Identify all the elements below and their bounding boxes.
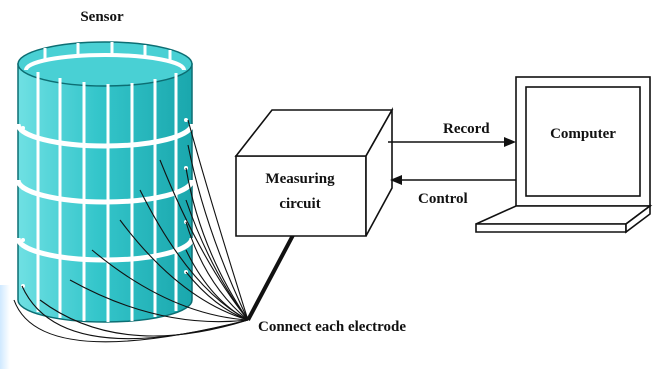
sensor-cylinder	[15, 41, 195, 323]
ring-gap-1	[15, 123, 195, 149]
computer-keyboard	[475, 205, 653, 225]
electrode-wires	[13, 119, 249, 343]
measuring-label-line2: circuit	[279, 196, 320, 212]
connect-label: Connect each electrode	[258, 319, 406, 335]
computer-screen	[525, 86, 641, 197]
record-label: Record	[443, 121, 490, 137]
record-arrow	[388, 137, 516, 147]
electrode-gaps	[36, 42, 178, 322]
circuit-cable	[246, 221, 302, 321]
cylinder-top	[17, 41, 193, 87]
ring-gap-2	[15, 179, 195, 205]
computer-label: Computer	[550, 126, 616, 142]
measuring-circuit-box	[234, 106, 394, 237]
cylinder-body	[17, 63, 193, 323]
control-arrow	[390, 175, 516, 185]
edge-tint	[0, 285, 10, 369]
measuring-label-line1: Measuring	[265, 171, 335, 187]
control-label: Control	[418, 191, 468, 207]
computer	[475, 76, 653, 234]
sensor-label: Sensor	[80, 9, 124, 25]
